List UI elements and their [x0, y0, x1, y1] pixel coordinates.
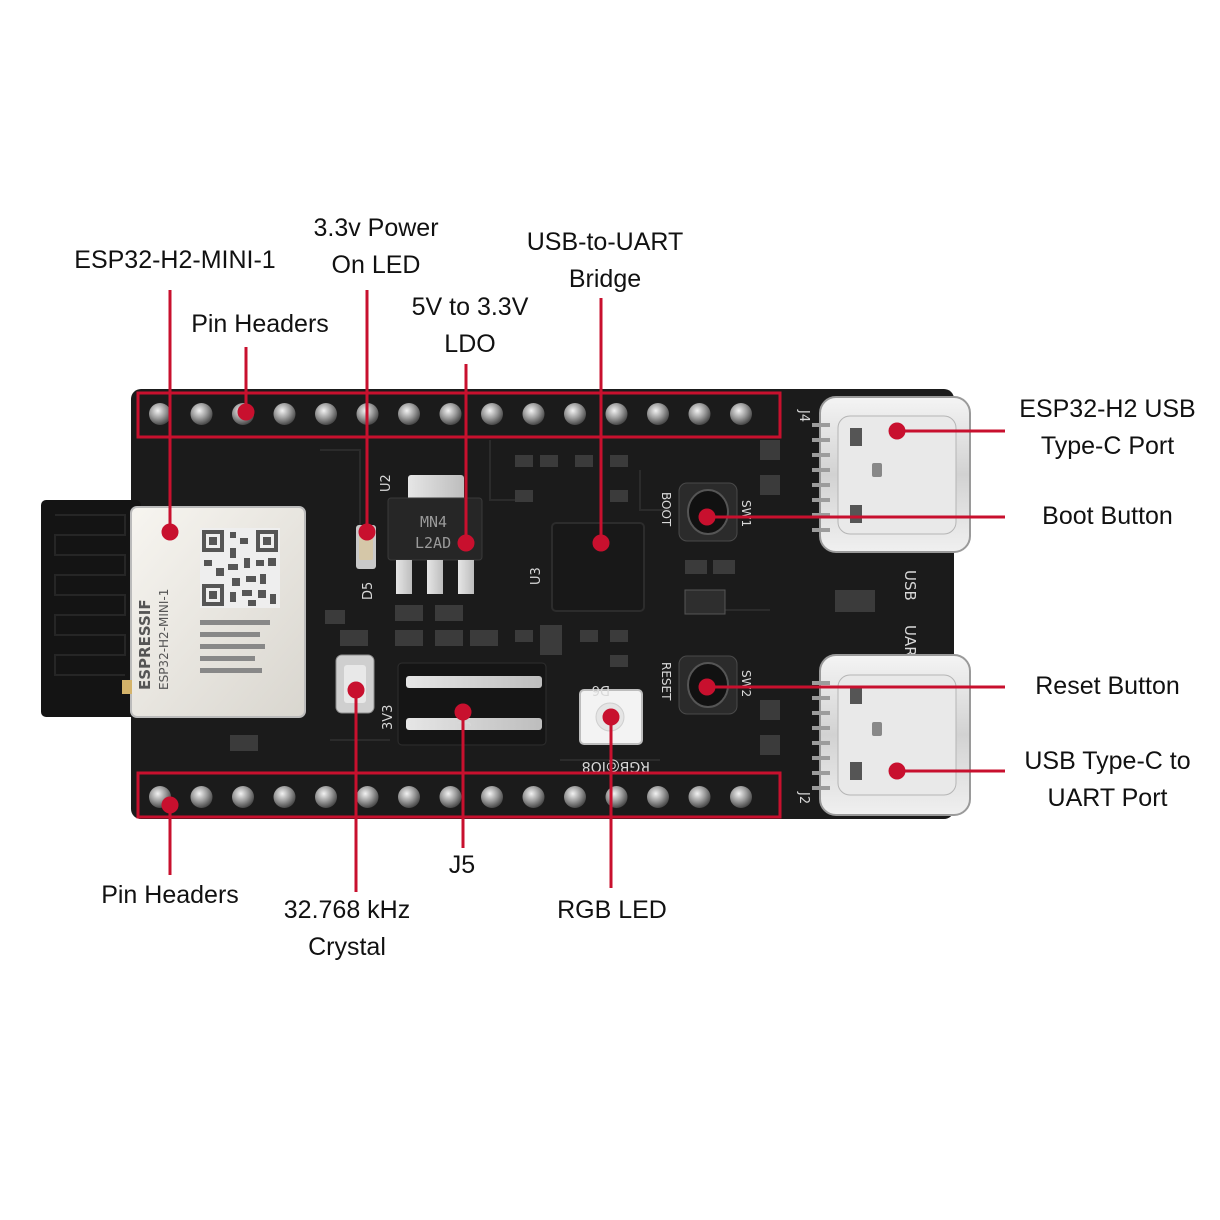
j5-housing	[397, 662, 547, 746]
header-pin	[564, 403, 586, 425]
label-esp32-module: ESP32-H2-MINI-1	[74, 246, 276, 274]
module-brand-print: ESPRESSIF	[136, 599, 154, 690]
j5-dot	[454, 703, 472, 721]
usb-uart-bridge-chip	[551, 522, 645, 612]
header-pin	[149, 403, 171, 425]
usb-silkscreen: USB	[901, 570, 919, 601]
header-pin	[190, 403, 213, 425]
header-pin	[522, 786, 545, 808]
rgb-gpio-silkscreen: RGB@IO8	[582, 758, 650, 774]
label-pin-headers-bottom: Pin Headers	[101, 881, 239, 909]
header-pin	[315, 403, 337, 425]
header-pin	[730, 786, 752, 808]
header-pin	[481, 403, 503, 425]
header-pin	[315, 786, 337, 808]
header-pin	[647, 786, 669, 808]
header-pin	[398, 403, 420, 425]
header-pin	[688, 786, 711, 808]
d5-silkscreen: D5	[361, 582, 376, 600]
module-model-print: ESP32-H2-MINI-1	[157, 589, 171, 690]
j2-silkscreen: J2	[796, 791, 811, 804]
pcb	[131, 389, 954, 819]
reset-button-dot	[698, 678, 716, 696]
header-pin	[605, 786, 628, 808]
pin-header-top-highlight	[136, 391, 782, 439]
label-ldo: 5V to 3.3V LDO	[411, 293, 529, 358]
ldo-dot	[457, 534, 475, 552]
label-usb-uart-bridge: USB-to-UART Bridge	[526, 228, 684, 293]
d6-silkscreen: D6	[592, 682, 610, 697]
header-pin	[273, 786, 296, 808]
module-qr-code	[200, 528, 280, 608]
ldo-marking-2: L2AD	[415, 534, 451, 552]
module-dot	[161, 523, 179, 541]
label-crystal: 32.768 kHz Crystal	[283, 896, 411, 961]
pin-header-bottom-highlight	[136, 771, 782, 819]
header-pin	[273, 403, 296, 425]
header-pin	[730, 403, 752, 425]
header-pin	[605, 403, 628, 425]
reset-silkscreen: RESET	[659, 662, 673, 701]
header-pin	[232, 786, 254, 808]
header-pin	[439, 403, 462, 425]
ldo-tab	[408, 475, 464, 501]
header-pin	[688, 403, 711, 425]
led-3v3-dot	[358, 523, 376, 541]
u2-silkscreen: U2	[379, 474, 394, 492]
pin-header-bottom-row	[149, 786, 752, 808]
j5-pin-1	[406, 676, 542, 688]
usb-c-port-bottom	[812, 654, 971, 816]
label-3v3-power-led: 3.3v Power On LED	[313, 214, 439, 279]
header-pin	[522, 403, 545, 425]
label-boot-button: Boot Button	[1042, 502, 1173, 530]
label-rgb-led: RGB LED	[557, 896, 667, 924]
header-pin	[481, 786, 503, 808]
v33-silkscreen: 3V3	[381, 705, 396, 730]
sw1-silkscreen: SW1	[739, 500, 753, 527]
pin-headers-bottom-dot	[161, 796, 179, 814]
sw2-silkscreen: SW2	[739, 670, 753, 697]
header-pin	[647, 403, 669, 425]
label-j5: J5	[448, 851, 476, 879]
header-pin	[398, 786, 420, 808]
uart-port-dot	[888, 762, 906, 780]
bridge-dot	[592, 534, 610, 552]
rgb-led-dot	[602, 708, 620, 726]
boot-button-dot	[698, 508, 716, 526]
label-uart-port: USB Type-C to UART Port	[1024, 747, 1191, 812]
header-pin	[356, 786, 379, 808]
label-esp32-usb-port: ESP32-H2 USB Type-C Port	[1019, 395, 1196, 460]
u3-silkscreen: U3	[529, 567, 544, 585]
pin-headers-top-dot	[237, 403, 255, 421]
usb-c-port-top	[812, 396, 971, 553]
j4-silkscreen: J4	[796, 409, 811, 422]
usb-port-dot	[888, 422, 906, 440]
header-pin	[564, 786, 586, 808]
ldo-marking-1: MN4	[420, 513, 447, 531]
boot-silkscreen: BOOT	[659, 492, 673, 527]
crystal-dot	[347, 681, 365, 699]
header-pin	[439, 786, 462, 808]
header-pin	[190, 786, 213, 808]
label-pin-headers-top: Pin Headers	[191, 310, 329, 338]
label-reset-button: Reset Button	[1035, 672, 1180, 700]
j5-pin-2	[406, 718, 542, 730]
